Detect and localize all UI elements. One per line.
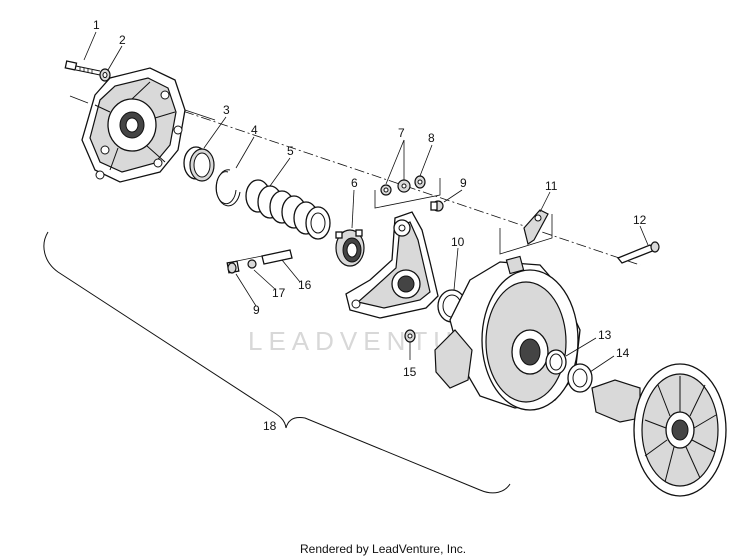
callout-13: 13 xyxy=(598,328,612,342)
callout-1: 1 xyxy=(93,18,100,32)
callout-6: 6 xyxy=(351,176,358,190)
part-11-clip xyxy=(499,209,553,255)
credit-text: Rendered by LeadVenture, Inc. xyxy=(300,542,466,556)
center-axis-line xyxy=(149,99,641,266)
part-1-bolt xyxy=(64,60,101,76)
leader-lines xyxy=(83,31,649,373)
callout-18: 18 xyxy=(263,419,277,433)
part-16-pin xyxy=(231,249,293,265)
part-4-snap-ring xyxy=(215,169,241,207)
part-12-pin xyxy=(616,241,660,264)
part-7-nut xyxy=(380,179,411,196)
moveable-sheave xyxy=(434,255,581,411)
part-13-bushing xyxy=(545,349,567,375)
callout-11: 11 xyxy=(545,179,558,193)
callout-15: 15 xyxy=(403,365,417,379)
callout-12: 12 xyxy=(633,213,647,227)
callout-14: 14 xyxy=(616,346,630,360)
spider-arm xyxy=(345,211,439,319)
assembly-brace-18 xyxy=(43,231,511,494)
cover-plate xyxy=(69,67,216,183)
part-8-washer xyxy=(414,175,426,189)
part-15-nut xyxy=(404,329,416,343)
part-3-bushing xyxy=(183,146,215,182)
callout-3: 3 xyxy=(223,103,230,117)
callout-7: 7 xyxy=(398,126,405,140)
callout-5: 5 xyxy=(287,144,294,158)
part-9-fitting-upper xyxy=(430,200,444,212)
callout-8: 8 xyxy=(428,131,435,145)
callout-2: 2 xyxy=(119,33,126,47)
part-5-spring xyxy=(245,179,331,240)
callout-16: 16 xyxy=(298,278,312,292)
callout-9-upper: 9 xyxy=(460,176,467,190)
part-6-roller xyxy=(335,229,365,267)
callout-17: 17 xyxy=(272,286,286,300)
part-14-washer xyxy=(567,363,593,393)
callout-9-lower: 9 xyxy=(253,303,260,317)
callout-10: 10 xyxy=(451,235,465,249)
part-2-washer xyxy=(99,68,111,82)
fixed-sheave xyxy=(591,363,727,497)
callout-4: 4 xyxy=(251,123,258,137)
bracket-7-8 xyxy=(374,178,441,209)
part-9-fitting-lower xyxy=(226,260,240,274)
part-17-spacer xyxy=(247,259,257,269)
